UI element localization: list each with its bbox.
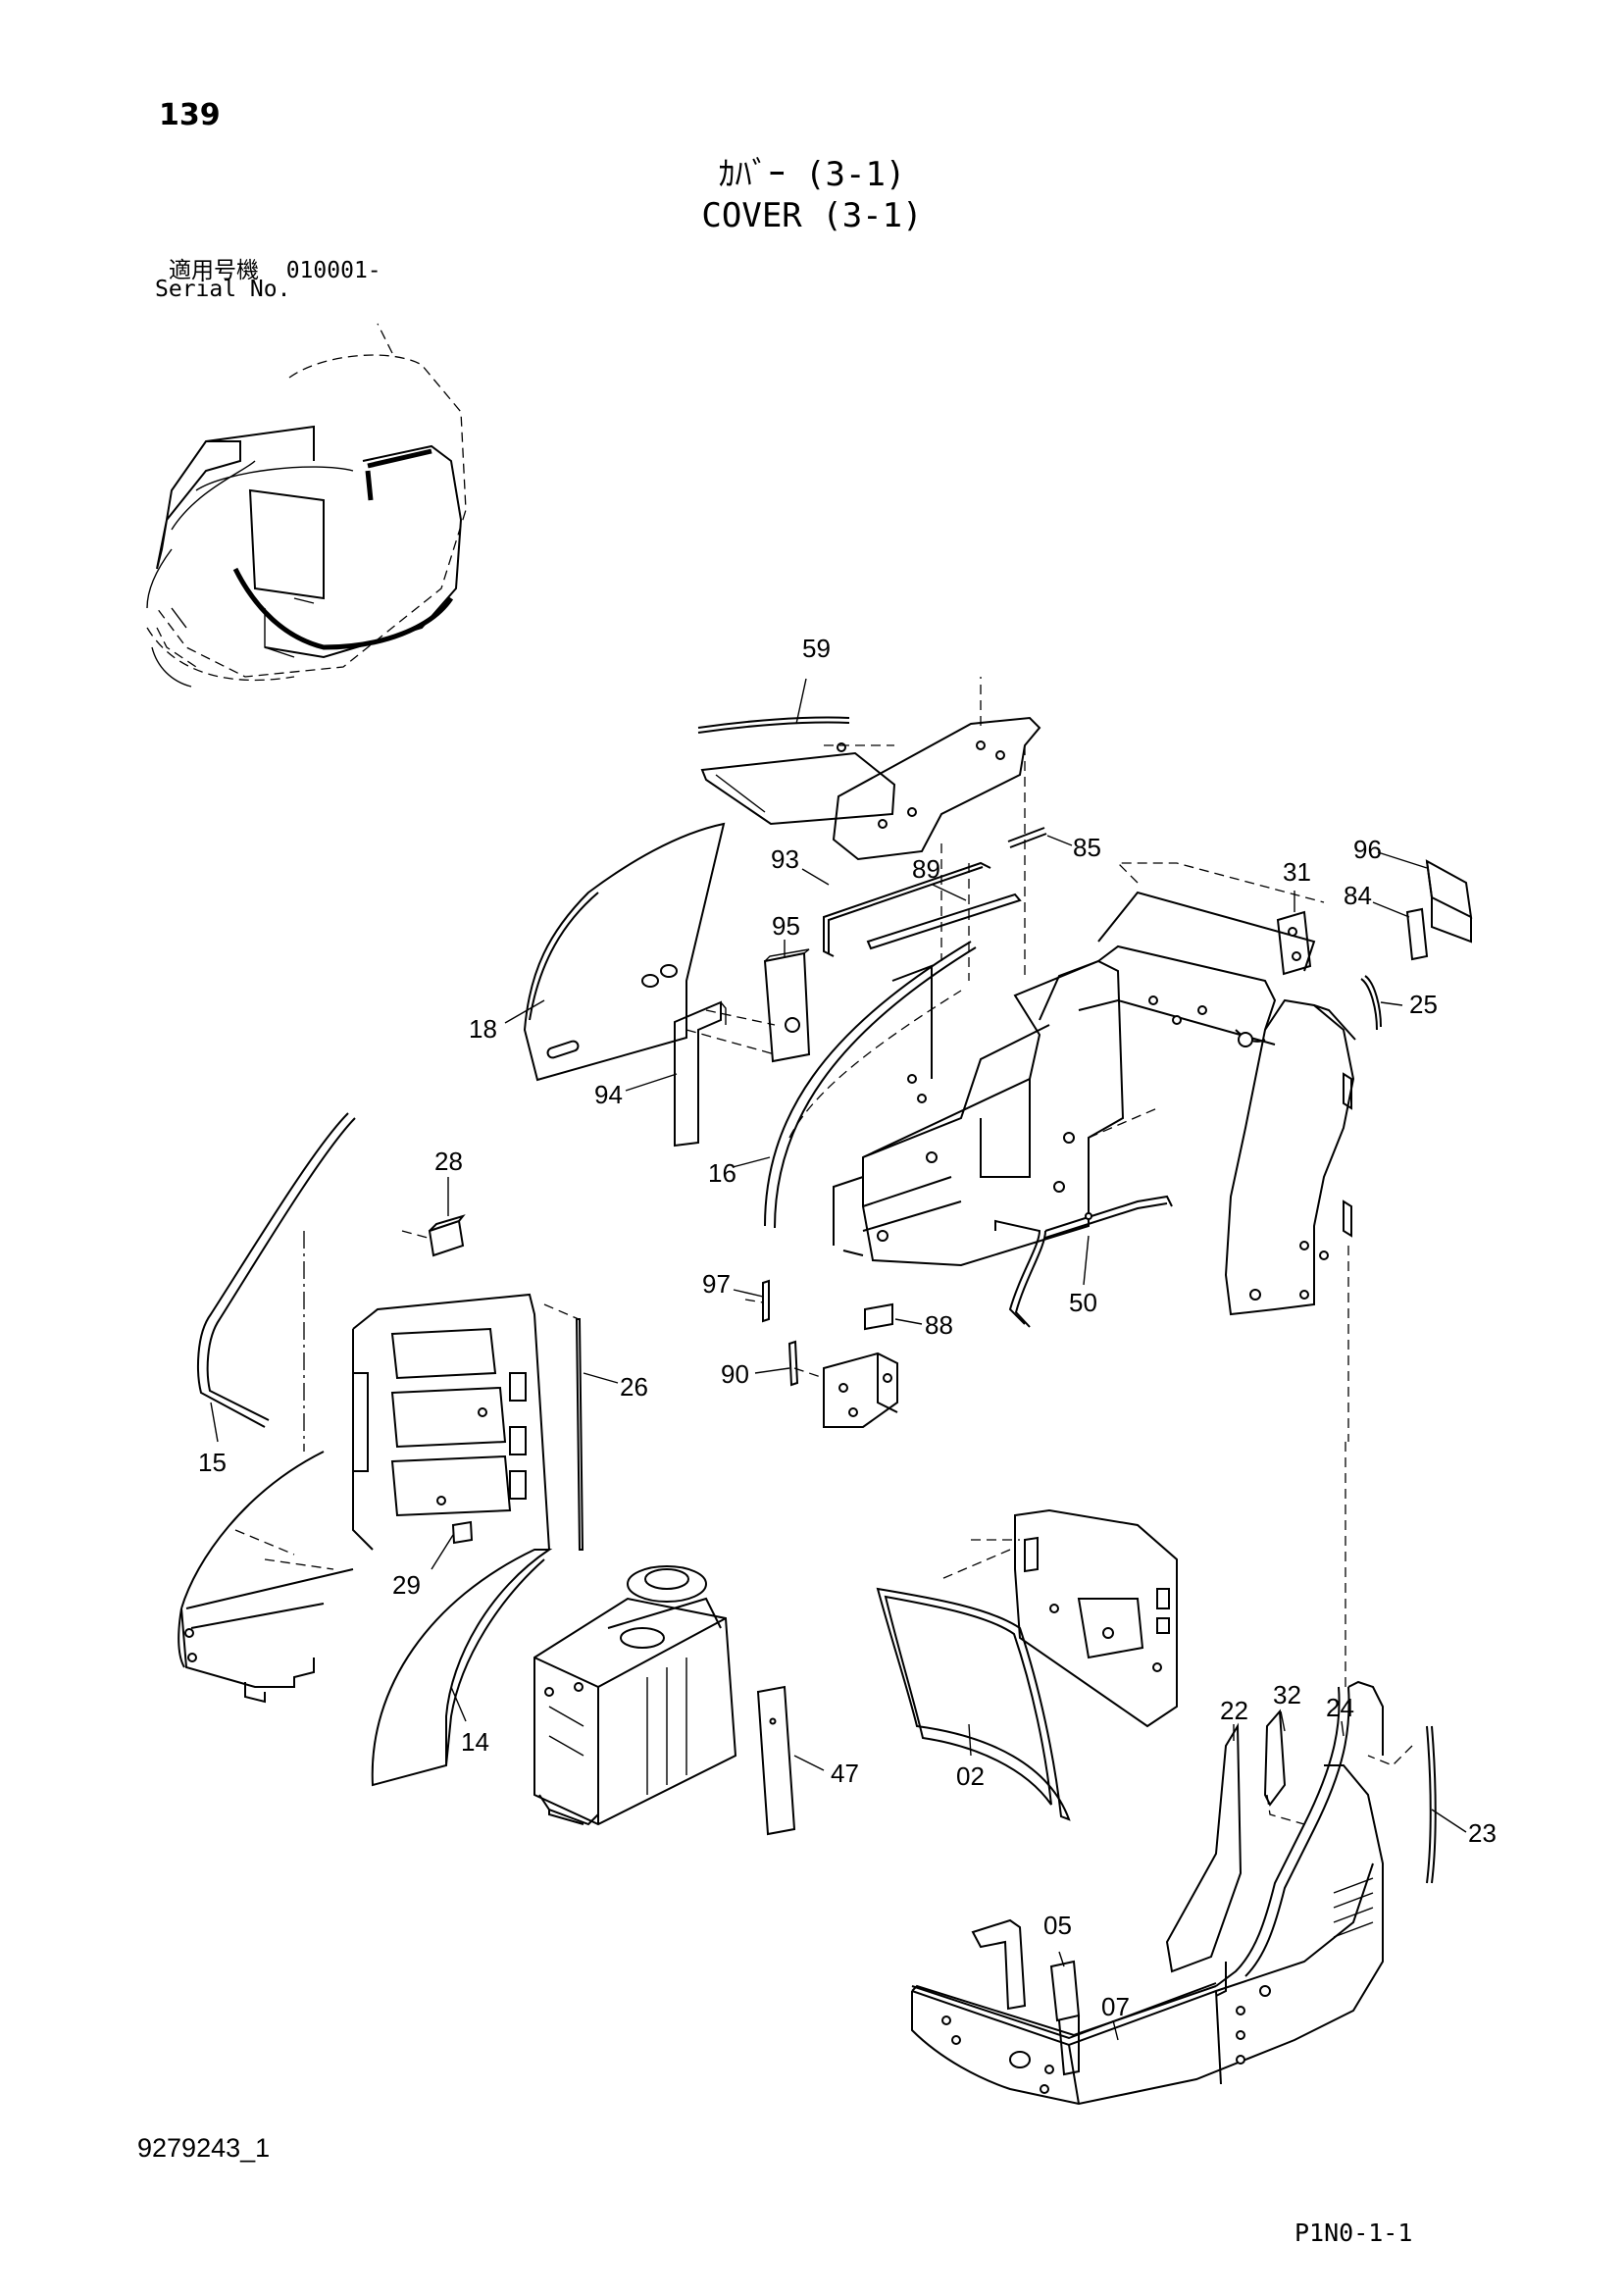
part-label-95: 95 <box>772 911 800 941</box>
part-label-16: 16 <box>708 1158 736 1188</box>
part-26-rod <box>575 1318 584 1551</box>
left-rear-cover <box>178 1293 550 1704</box>
part-label-group: 59 85 93 89 31 96 84 95 25 18 94 16 28 9… <box>198 634 1497 2021</box>
part-label-02: 02 <box>956 1761 985 1791</box>
document-id: 9279243_1 <box>137 2133 271 2163</box>
part-label-47: 47 <box>831 1759 859 1788</box>
part-88-block <box>864 1302 893 1331</box>
part-28-block <box>428 1214 466 1257</box>
part-05-bracket <box>971 1918 1081 2076</box>
part-90-bracket <box>823 1352 898 1428</box>
part-97-pin <box>762 1279 770 1323</box>
part-label-90: 90 <box>721 1359 749 1389</box>
upper-frame-bracket <box>832 677 1041 981</box>
part-label-32: 32 <box>1273 1680 1301 1709</box>
page-title-jp: ｶﾊﾞｰ (3-1) <box>718 155 906 194</box>
part-96-pad <box>1425 859 1473 944</box>
part-label-28: 28 <box>434 1147 463 1176</box>
part-95-pad <box>763 948 811 1063</box>
part-14-panel <box>371 1549 553 1787</box>
right-upright-panel <box>1224 998 1356 1442</box>
part-label-29: 29 <box>392 1570 421 1600</box>
part-label-07: 07 <box>1101 1992 1130 2021</box>
part-31-plate <box>1276 910 1312 976</box>
part-label-24: 24 <box>1326 1693 1354 1722</box>
part-label-31: 31 <box>1283 857 1311 887</box>
part-label-26: 26 <box>620 1372 648 1402</box>
part-label-23: 23 <box>1468 1818 1497 1848</box>
part-07-seal <box>911 1982 1217 2040</box>
part-18-side-cover <box>523 822 726 1082</box>
guide-lines <box>401 1009 1346 1825</box>
serial-value: 010001- <box>285 258 381 283</box>
page-title-en: COVER (3-1) <box>701 196 923 235</box>
part-label-84: 84 <box>1344 881 1372 910</box>
part-label-25: 25 <box>1409 990 1438 1019</box>
part-89-seal <box>866 893 1022 950</box>
part-32-pad <box>1263 1709 1287 1807</box>
part-50-rod <box>994 1195 1173 1328</box>
page-code: P1N0-1-1 <box>1294 2219 1413 2247</box>
part-label-96: 96 <box>1353 835 1382 864</box>
part-label-59: 59 <box>802 634 831 663</box>
part-label-18: 18 <box>469 1014 497 1044</box>
part-59-plate <box>697 716 896 826</box>
counterweight-cover <box>911 1764 1384 2106</box>
serial-number-line: 適用号機 010001- <box>169 251 381 284</box>
page-number: 139 <box>159 98 221 132</box>
part-label-89: 89 <box>912 854 940 884</box>
serial-label-jp: 適用号機 <box>169 258 259 283</box>
part-94-bracket <box>674 1000 727 1148</box>
part-label-94: 94 <box>594 1080 623 1109</box>
machine-overview-thumbnail <box>146 323 467 688</box>
part-84-pad <box>1405 907 1429 961</box>
part-label-85: 85 <box>1073 833 1101 862</box>
right-rear-panel <box>940 1508 1178 1728</box>
part-23-seal <box>1367 1725 1437 1884</box>
part-label-15: 15 <box>198 1448 227 1477</box>
part-label-14: 14 <box>461 1727 489 1757</box>
part-22-pad <box>1165 1722 1243 1973</box>
center-frame <box>788 862 1325 1267</box>
leader-lines <box>210 678 1467 2041</box>
leader-dashes-upper <box>940 843 970 981</box>
part-02-seal <box>876 1587 1071 1821</box>
part-29-block <box>451 1520 474 1545</box>
part-label-97: 97 <box>702 1269 731 1299</box>
part-label-22: 22 <box>1220 1696 1248 1725</box>
fuel-tank <box>533 1565 737 1826</box>
part-93-rod <box>823 861 991 957</box>
part-85-seal <box>1007 827 1047 848</box>
part-24-upright <box>1215 1680 1384 1987</box>
part-label-88: 88 <box>925 1310 953 1340</box>
part-47-plate <box>756 1685 796 1836</box>
serial-label-en: Serial No. <box>155 277 291 302</box>
part-15-seal <box>197 1112 356 1452</box>
part-label-05: 05 <box>1043 1911 1072 1940</box>
part-label-93: 93 <box>771 844 799 874</box>
part-label-50: 50 <box>1069 1288 1097 1317</box>
part-90-pin <box>787 1340 799 1387</box>
part-16-seal <box>764 941 977 1229</box>
part-25-seal <box>1360 975 1382 1031</box>
